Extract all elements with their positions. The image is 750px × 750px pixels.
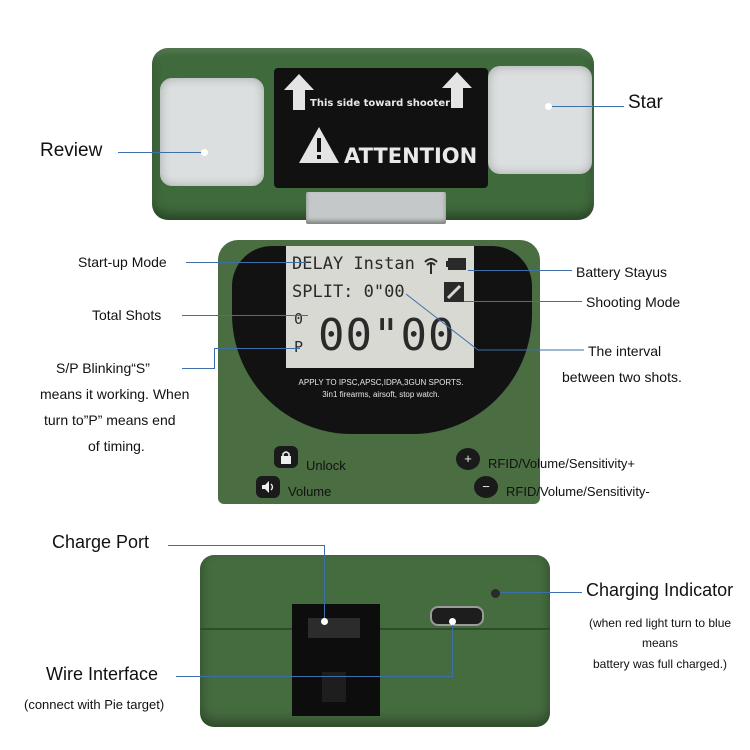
leader-line [452,622,453,677]
leader-line [214,348,300,349]
leader-line [182,368,214,369]
signal-icon [424,258,438,274]
leader-line [118,152,204,153]
interval-leader-line [405,293,584,351]
pointer-dot [449,618,456,625]
charge-port-label: Charge Port [52,532,150,552]
banner-text: This side toward shooter! [310,98,455,109]
leader-line [468,270,572,271]
volume-button[interactable] [256,476,280,498]
bezel-text-1: APPLY TO IPSC,APSC,IDPA,3GUN SPORTS. [298,378,464,387]
charging-note-1: (when red light turn to blue [588,616,732,630]
pointer-dot [545,103,552,110]
lcd-screen: DELAY Instan SPLIT: 0"00 0 P 00"00 [286,246,474,368]
lcd-status-letter: P [294,338,304,356]
volume-label: Volume [288,484,332,499]
battery-status-label: Battery Stayus [576,264,668,280]
pointer-dot [321,618,328,625]
hinge [306,192,446,224]
unlock-label: Unlock [306,458,346,473]
pointer-dot [201,149,208,156]
interval-label-2: between two shots. [562,369,682,385]
lcd-line-split: SPLIT: 0"00 [292,282,405,302]
plus-icon: + [464,451,472,466]
startup-mode-label: Start-up Mode [78,254,167,270]
leader-line [500,592,582,593]
warning-panel: This side toward shooter! ATTENTION [274,68,488,188]
unlock-button[interactable] [274,446,298,468]
leader-line [168,545,324,546]
up-arrow-icon [442,72,472,108]
charging-note-2: means [641,636,679,650]
review-label: Review [40,140,103,161]
lcd-line-delay: DELAY Instan [292,254,415,274]
speaker-icon [262,481,274,493]
lcd-shots-digit: 0 [294,310,304,328]
wire-interface-label: Wire Interface [46,664,159,684]
minus-icon: − [482,479,490,494]
review-pad [160,78,264,186]
wire-interface-jack [292,604,380,716]
sp-blinking-label-1: S/P Blinking“S” [56,360,150,376]
wire-interface-note: (connect with Pie target) [24,697,165,712]
charging-indicator-led [491,589,500,598]
rfid-plus-label: RFID/Volume/Sensitivity+ [488,456,636,471]
lock-icon [281,451,291,464]
rfid-minus-label: RFID/Volume/Sensitivity- [506,484,650,499]
minus-button[interactable]: − [474,476,498,498]
up-arrow-icon [284,74,314,110]
bezel-text-2: 3in1 firearms, airsoft, stop watch. [322,390,440,399]
charging-note-3: battery was full charged.) [592,657,728,671]
charging-indicator-label: Charging Indicator [586,580,734,600]
shooting-mode-label: Shooting Mode [586,294,681,310]
jack-latch [322,672,346,702]
leader-line [186,262,306,263]
lcd-big-time: 00"00 [318,310,456,361]
sp-blinking-label-2: means it working. When [40,386,190,402]
star-pad [488,66,592,174]
leader-line [182,315,308,316]
battery-icon [446,258,466,270]
shooting-mode-icon [444,282,464,302]
total-shots-label: Total Shots [92,307,162,323]
star-label: Star [628,92,663,113]
leader-line [214,348,215,369]
leader-line [324,545,325,621]
warning-triangle-icon [299,127,339,163]
plus-button[interactable]: + [456,448,480,470]
leader-line [548,106,624,107]
leader-line [464,301,582,302]
leader-line [176,676,452,677]
interval-label-1: The interval [588,343,662,359]
sp-blinking-label-4: of timing. [88,438,145,454]
jack-contacts [308,618,360,638]
attention-text: ATTENTION [344,144,478,168]
charge-port [430,606,484,626]
sp-blinking-label-3: turn to”P” means end [44,412,176,428]
